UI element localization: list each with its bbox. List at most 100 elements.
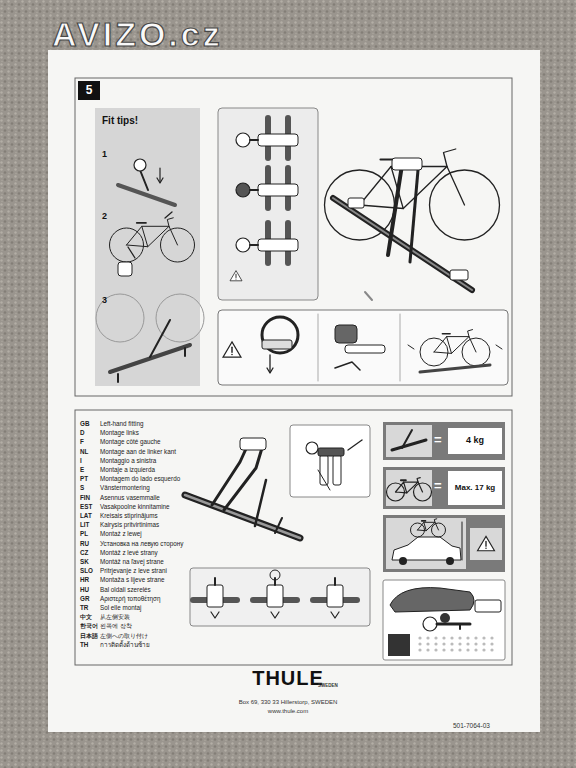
max-weight-box: Max. 17 kg [448,471,502,505]
frame-holder [258,239,298,251]
lock-dot [490,636,493,639]
warning-mark [236,274,237,277]
language-code: F [80,439,84,446]
lock-dot [458,642,461,645]
lock-dot [418,636,421,639]
pointer-arrow [165,212,172,218]
language-text: Left-hand fitting [100,421,143,428]
lock-dot [490,642,493,645]
bike-frame [396,482,407,493]
bike-handlebar [417,478,420,483]
bike-wheel [156,294,204,342]
weight-value: Max. 17 kg [451,484,499,493]
lock-cylinder [475,600,501,612]
bike-frame [142,226,169,246]
lock-dot [474,642,477,645]
rack-arm [150,320,170,357]
language-text: Bal oldali szerelés [100,587,151,594]
language-code: LIT [80,522,89,529]
language-code: TH [80,642,88,649]
language-text: Vasakpoolne kinnitamine [100,504,170,511]
language-text: Montáž z levé strany [100,550,158,557]
knob [236,133,250,147]
lock-dot [418,648,421,651]
accessory-panel [383,580,505,660]
bike-handlebar [434,519,436,523]
arrow-head [267,368,273,373]
bike-saddle [422,520,426,522]
screw [250,139,258,141]
rack-bar [420,365,490,372]
language-code: FIN [80,495,90,502]
callout-number: 1 [102,150,107,160]
language-text: Montage links [100,430,139,437]
car-icon [392,537,461,560]
language-code: I [80,458,82,465]
arrow-head [331,612,339,618]
language-text: Montaža s lijeve strane [100,577,164,584]
motion-mark [408,345,414,349]
hand-icon [118,262,132,276]
screw [250,189,258,191]
language-text: Установка на левую сторону [100,541,183,548]
rack-icon-panel [386,425,432,457]
callout-number: 2 [102,212,107,222]
brand-logo: THULE [252,667,324,689]
rack-icon [402,430,412,448]
arrow-line [269,355,270,372]
lock-dot [450,648,453,651]
bike-wheel [432,523,446,537]
language-code: TR [80,605,88,612]
language-code: 한국어 [80,623,98,630]
car-icon-panel [386,518,466,569]
rotate-arrow [270,570,280,580]
warning-mark [231,347,232,352]
language-text: Pritrjevanje z leve strani [100,568,167,575]
step-detail-panel [218,108,318,300]
language-text: Vänstermontering [100,485,150,492]
language-text: 左側への取り付け [100,633,148,640]
bolt [274,578,276,585]
language-text: Αριστερή τοποθέτηση [100,596,160,603]
lock-dot [474,648,477,651]
knob-detail-panel [290,425,370,497]
frame-holder [240,438,266,450]
bike-handlebar [167,218,173,227]
lock-dot [434,642,437,645]
height-panel [383,515,505,572]
language-code: 中文 [80,614,92,621]
knob [134,159,146,171]
pointer-arrow [128,247,135,258]
arrow-head [157,178,163,183]
rack-bar [333,198,472,290]
lock-dot [442,636,445,639]
bike-frame [127,226,148,246]
language-code: LAT [80,513,92,520]
language-code: HR [80,577,89,584]
rack-icon [392,440,426,450]
lock-dot [434,648,437,651]
bike-fork [469,337,476,352]
wheel-tray [262,340,292,349]
arrow-head [211,612,219,618]
strap [345,345,385,353]
language-code: PL [80,531,88,538]
lock-dot [466,636,469,639]
arrow-head [271,612,279,618]
fitting-frame [75,410,512,665]
bike-saddle [401,479,406,481]
fit-tips-panel [95,108,200,386]
lock-dot [442,642,445,645]
wheel-strap [348,198,364,208]
language-code: NL [80,449,88,456]
lock-dot [458,636,461,639]
rack-bar [185,495,300,538]
website: www.thule.com [268,708,308,715]
lock-dot [418,642,421,645]
bike-frame [447,337,469,354]
bike-fork [435,522,439,530]
warning-triangle [223,342,241,357]
warning-dot [485,547,487,549]
knob [236,183,250,197]
bike-saddle [442,333,450,335]
